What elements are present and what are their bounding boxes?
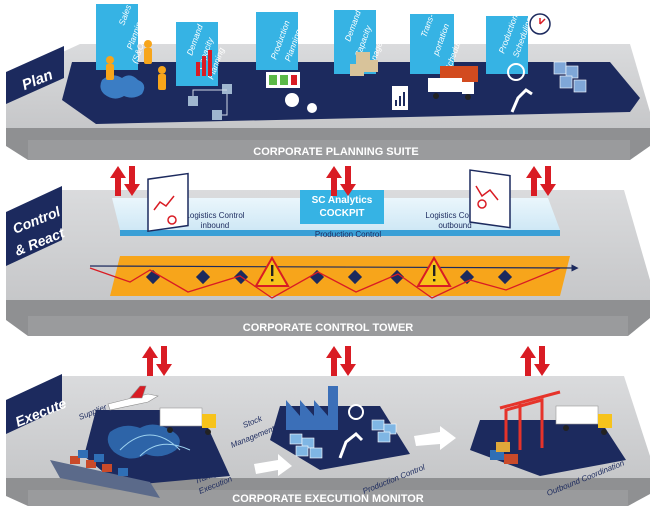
control-tower-label: CORPORATE CONTROL TOWER — [243, 322, 414, 334]
world-map-icon — [100, 75, 145, 99]
plan-module-flags — [96, 4, 528, 86]
bar-chart-icon — [196, 50, 212, 76]
robot-arm-icon — [338, 431, 364, 459]
cockpit-panel-edge — [120, 230, 560, 236]
plan-illustrations — [100, 13, 587, 120]
gear-icon — [285, 93, 317, 113]
factory-icon — [286, 386, 338, 430]
flow-lines-icon — [192, 89, 228, 116]
cockpit-title-line: COCKPIT — [320, 208, 365, 219]
plan-slab-front — [28, 140, 630, 160]
truck-icon — [428, 66, 478, 100]
module-flag-transportation-scheduling — [410, 14, 454, 74]
cockpit-badge — [300, 190, 384, 224]
double-arrow-icon — [526, 166, 556, 196]
outbound-label-line: Logistics Control — [425, 211, 484, 220]
timeline-trend-line — [89, 267, 561, 299]
module-flag-production-planning — [256, 12, 298, 70]
clock-hands-icon — [539, 18, 546, 25]
plan-layer: Plan CORPORATE PLANNING SUITE Sales Plan… — [6, 3, 650, 160]
truck-icon — [159, 407, 216, 435]
control-slab-front — [28, 316, 628, 336]
pallet-boxes-icon — [350, 52, 378, 76]
flow-arrow-icon — [254, 454, 292, 476]
double-arrow-icon — [326, 346, 356, 376]
execute-slab-front — [28, 490, 628, 506]
production-control-label: Production Control — [315, 230, 381, 239]
report-bars-icon — [395, 92, 405, 106]
warning-icon — [254, 255, 290, 287]
module-flag-production-scheduling — [486, 16, 528, 74]
execution-monitor-label: CORPORATE EXECUTION MONITOR — [232, 493, 424, 505]
execute-label-tab — [6, 374, 62, 434]
ship-icon — [50, 450, 160, 498]
robot-arm-icon — [510, 88, 533, 113]
double-arrow-icon — [520, 346, 550, 376]
flow-boxes-icon — [188, 84, 232, 120]
control-label-tab — [6, 186, 62, 266]
inbound-label-line: Logistics Control — [185, 211, 244, 220]
module-flag-sop — [96, 4, 138, 70]
containers-icon — [490, 442, 518, 464]
gear-icon — [348, 404, 364, 420]
cockpit-title-line: SC Analytics — [312, 195, 373, 206]
truck-icon — [555, 405, 612, 435]
airplane-icon — [107, 385, 159, 411]
execute-layer: Execute Supplier Transport Execution Sto… — [6, 374, 650, 506]
plan-suite-label: CORPORATE PLANNING SUITE — [253, 146, 418, 158]
world-map-icon — [107, 424, 180, 459]
double-arrow-icon — [110, 166, 140, 196]
gear-icon — [507, 63, 525, 81]
timeline-nodes — [145, 269, 513, 285]
crates-icon — [553, 61, 587, 93]
crates-icon — [289, 419, 397, 459]
dashboard-inbound-icon — [147, 172, 189, 233]
timeline-arrow — [89, 264, 579, 272]
gantt-board-icon — [266, 72, 300, 88]
double-arrow-icon — [326, 166, 356, 196]
flow-arrow-icon — [414, 426, 456, 450]
route-arcs-icon — [119, 434, 191, 457]
people-icon — [106, 40, 166, 90]
dashboard-outbound-icon — [469, 169, 511, 229]
warning-icon — [416, 255, 452, 287]
plan-label-tab — [6, 46, 64, 104]
sync-arrows — [110, 166, 556, 376]
crane-icon — [499, 390, 561, 450]
outbound-label-line: outbound — [438, 221, 471, 230]
double-arrow-icon — [142, 346, 172, 376]
control-layer: Control & React SC Analytics COCKPIT Pro… — [6, 169, 650, 336]
inbound-label-line: inbound — [201, 221, 229, 230]
